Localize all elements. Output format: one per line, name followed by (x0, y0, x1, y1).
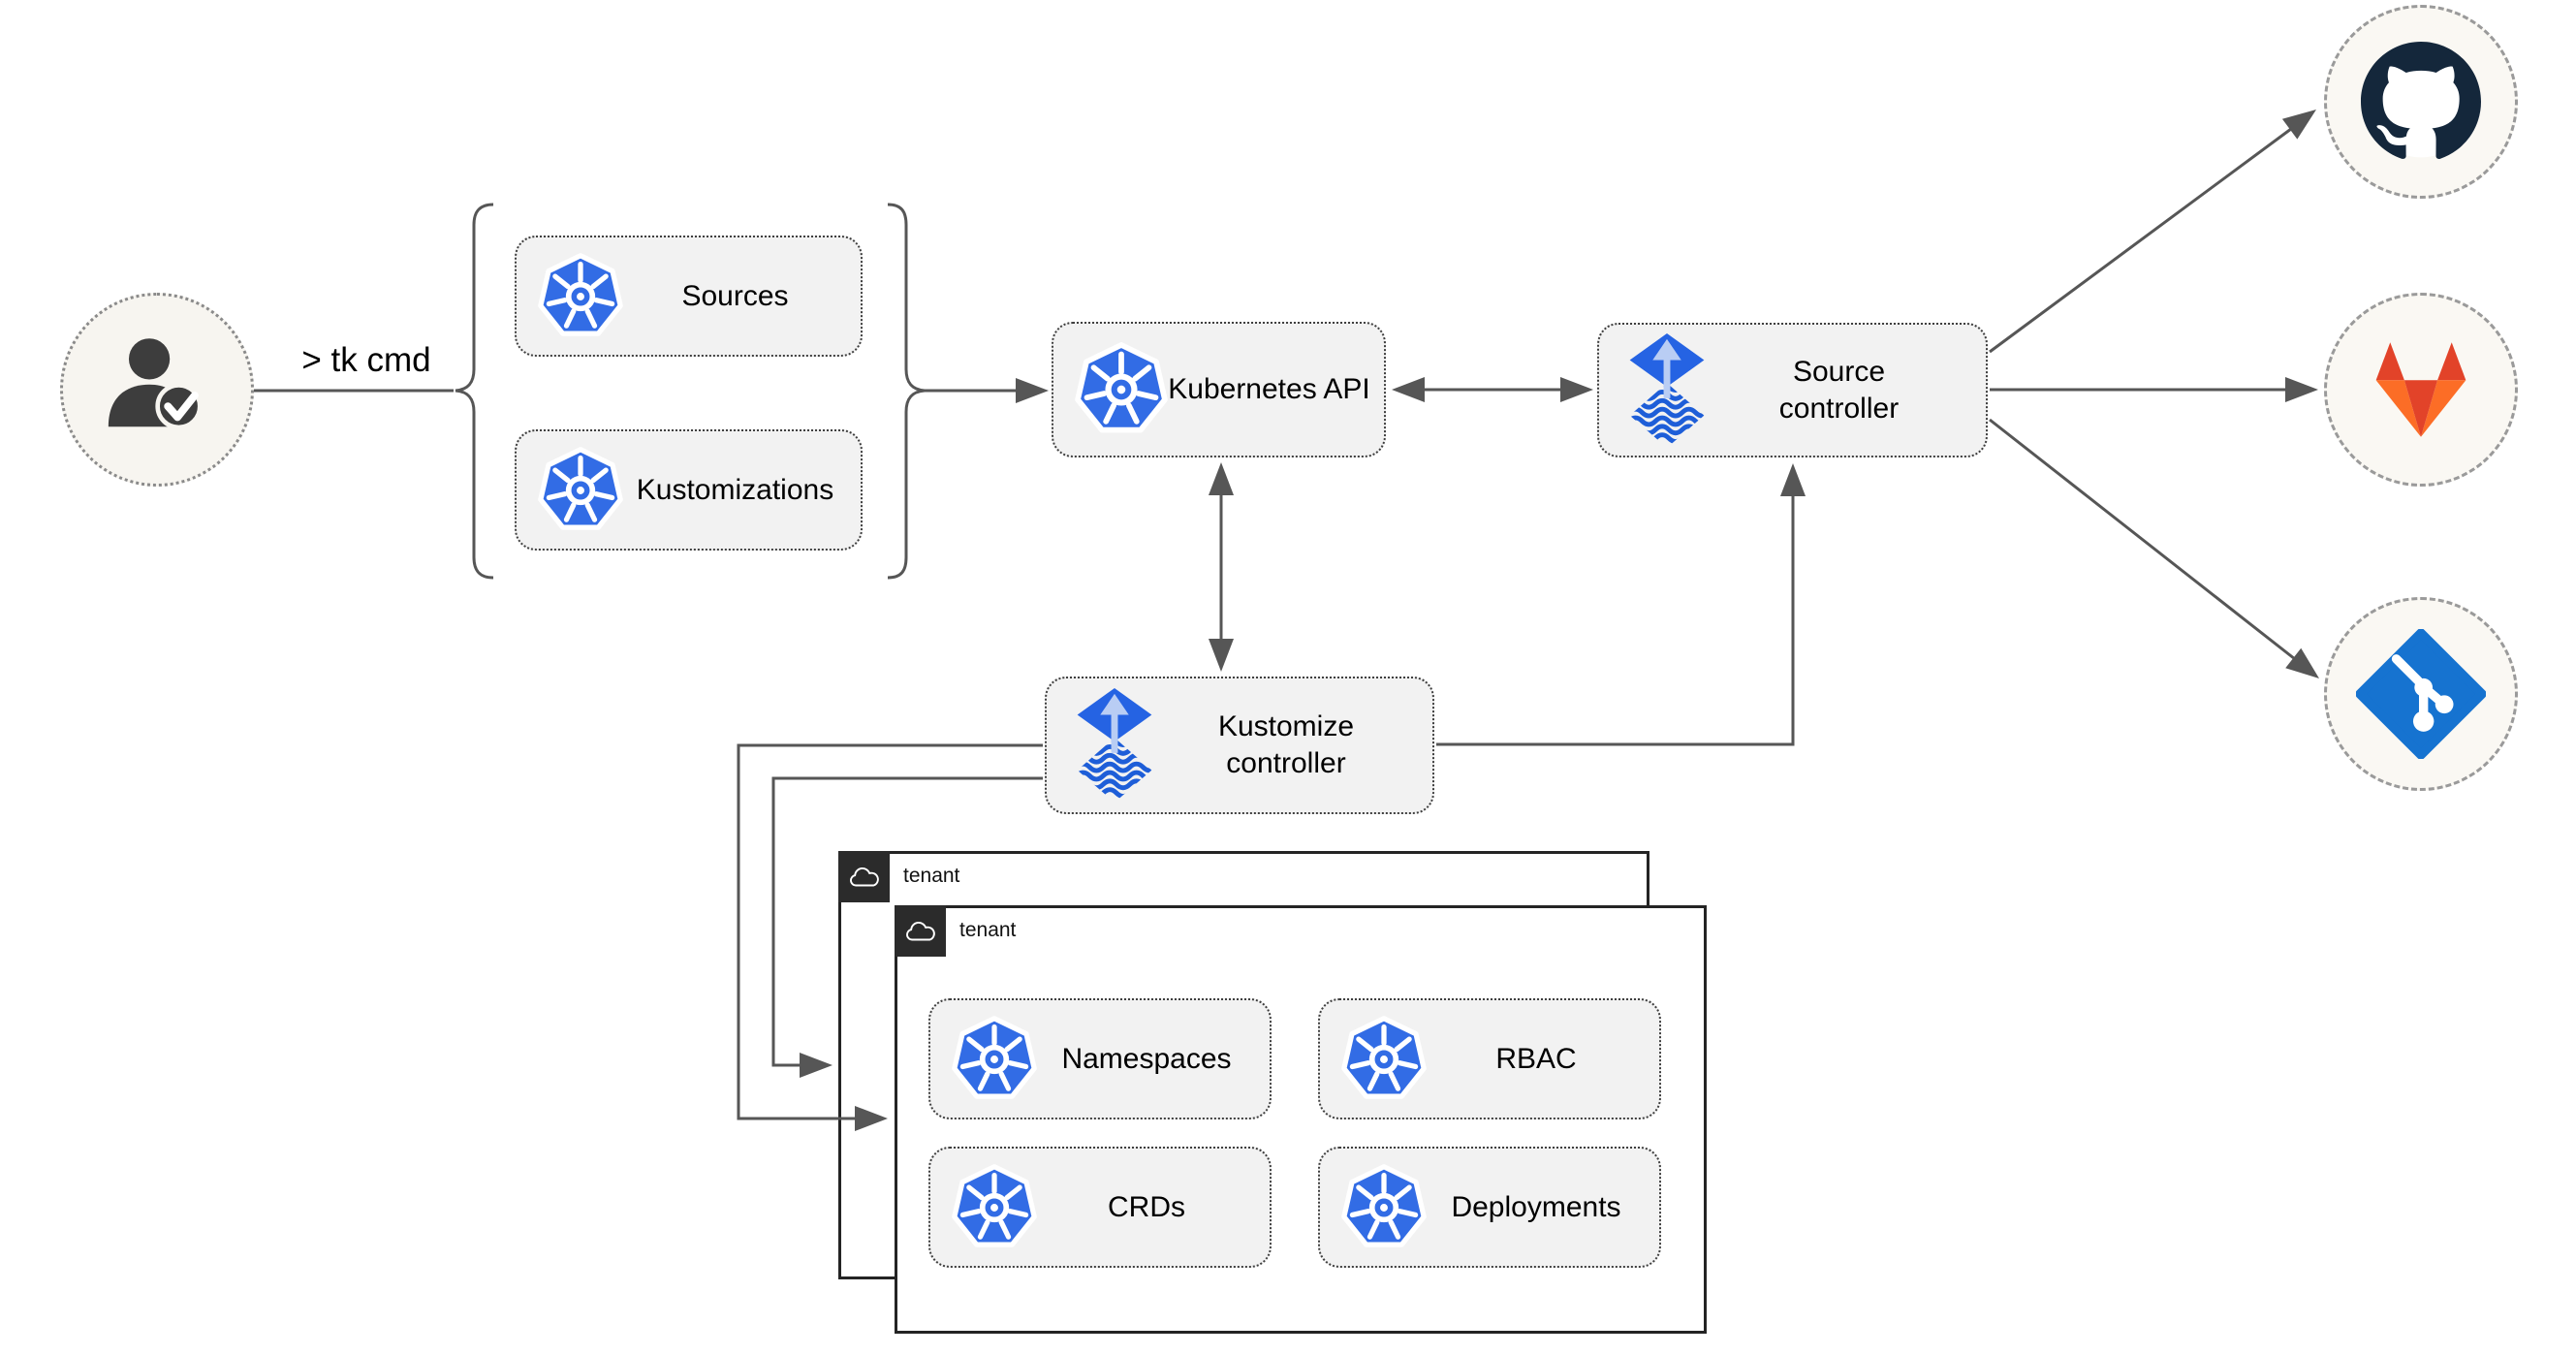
api-source-arrowhead-left (1392, 377, 1425, 402)
kustomize-to-source-line (1436, 494, 1795, 746)
source-to-git-line (1989, 418, 2296, 661)
crd-group-brace-right (887, 203, 926, 580)
kustomize-controller-label: Kustomize controller (1217, 710, 1355, 779)
cloud-icon (849, 867, 879, 886)
kubernetes-icon (1341, 1163, 1427, 1252)
crds-label: CRDs (1108, 1190, 1185, 1223)
sources-node: Sources (515, 236, 863, 357)
gitlab-icon (2375, 342, 2466, 437)
tenant-label: tenant (903, 865, 960, 887)
api-source-arrowhead-right (1560, 377, 1593, 402)
namespaces-node: Namespaces (928, 998, 1272, 1119)
tenant-header (895, 905, 946, 957)
kubernetes-icon (1075, 341, 1168, 438)
github-repo-node (2324, 5, 2518, 199)
kubernetes-icon (1341, 1015, 1427, 1104)
git-repo-node (2324, 597, 2518, 791)
source-controller-node: Source controller (1597, 323, 1988, 457)
sources-label: Sources (681, 279, 789, 312)
cloud-icon (905, 921, 935, 940)
kustomize-to-source-arrowhead (1780, 463, 1806, 496)
deployments-node: Deployments (1318, 1147, 1661, 1268)
namespaces-label: Namespaces (1061, 1042, 1232, 1075)
source-to-github-arrowhead (2281, 110, 2316, 140)
deployments-label: Deployments (1451, 1190, 1621, 1223)
user-check-icon (108, 338, 203, 430)
tenant-label: tenant (959, 919, 1017, 941)
kustomize-controller-node: Kustomize controller (1045, 677, 1434, 814)
git-icon (2356, 629, 2486, 759)
kustomizations-node: Kustomizations (515, 429, 863, 551)
brace-to-api-arrowhead (1016, 378, 1049, 403)
tenant-box-front: tenant (895, 905, 1707, 1334)
rbac-label: RBAC (1495, 1042, 1577, 1075)
kubernetes-icon (952, 1015, 1037, 1104)
kubernetes-icon (538, 446, 623, 535)
user-node (60, 293, 254, 487)
kubernetes-api-label: Kubernetes API (1168, 373, 1370, 405)
flux-icon (1076, 688, 1153, 803)
gitlab-repo-node (2324, 293, 2518, 487)
kubernetes-icon (952, 1163, 1037, 1252)
kustomize-to-back-tenant-arrowhead (800, 1053, 832, 1078)
crds-node: CRDs (928, 1147, 1272, 1268)
api-kustomize-arrowhead-down (1209, 639, 1234, 672)
kustomizations-label: Kustomizations (636, 473, 834, 506)
flux-icon (1628, 332, 1706, 448)
rbac-node: RBAC (1318, 998, 1661, 1119)
api-kustomize-arrowhead-up (1209, 462, 1234, 495)
source-controller-label: Source controller (1778, 355, 1900, 425)
tenant-header (838, 851, 890, 902)
source-to-gitlab-arrowhead (2285, 377, 2318, 402)
kubernetes-icon (538, 252, 623, 341)
crd-group-brace-left (455, 203, 494, 580)
source-to-git-arrowhead (2285, 647, 2319, 678)
source-to-github-line (1989, 127, 2292, 354)
kubernetes-api-node: Kubernetes API (1052, 322, 1386, 457)
github-icon (2361, 42, 2481, 159)
cli-command-label: > tk cmd (301, 341, 431, 379)
